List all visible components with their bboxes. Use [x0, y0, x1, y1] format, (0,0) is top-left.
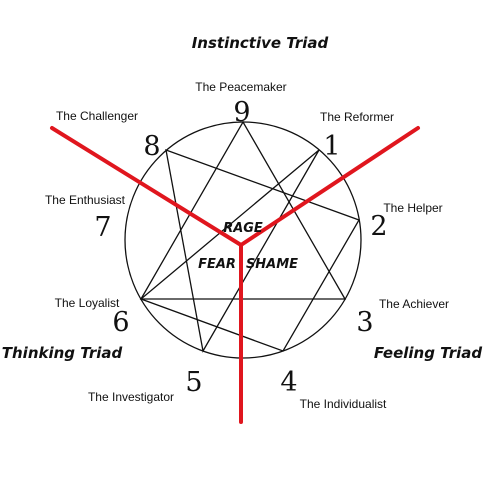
- point-name-7: The Enthusiast: [45, 193, 126, 207]
- point-name-1: The Reformer: [320, 110, 394, 124]
- point-number-4: 4: [280, 367, 297, 398]
- point-name-5: The Investigator: [88, 390, 174, 404]
- point-name-8: The Challenger: [56, 109, 138, 123]
- point-name-2: The Helper: [383, 201, 442, 215]
- triad-dividers: [50, 126, 420, 424]
- point-number-1: 1: [323, 131, 340, 162]
- point-number-7: 7: [94, 212, 111, 243]
- thinking-triad-label: Thinking Triad: [2, 344, 123, 362]
- feeling-triad-label: Feeling Triad: [374, 344, 483, 362]
- center-fear: FEAR: [198, 257, 236, 272]
- point-number-9: 9: [233, 97, 250, 128]
- point-number-6: 6: [112, 307, 129, 338]
- point-name-3: The Achiever: [379, 297, 449, 311]
- hexad-figure: [139, 149, 360, 353]
- center-shame: SHAME: [246, 257, 298, 272]
- point-name-6: The Loyalist: [55, 296, 120, 310]
- point-number-2: 2: [370, 211, 387, 242]
- point-name-9: The Peacemaker: [195, 80, 286, 94]
- point-number-8: 8: [143, 131, 160, 162]
- instinctive-triad-title: Instinctive Triad: [192, 34, 329, 52]
- divider-reformer: [239, 126, 420, 247]
- point-number-3: 3: [356, 307, 373, 338]
- point-name-4: The Individualist: [300, 397, 387, 411]
- center-rage: RAGE: [223, 221, 263, 236]
- divider-challenger: [50, 126, 243, 247]
- point-number-5: 5: [185, 367, 202, 398]
